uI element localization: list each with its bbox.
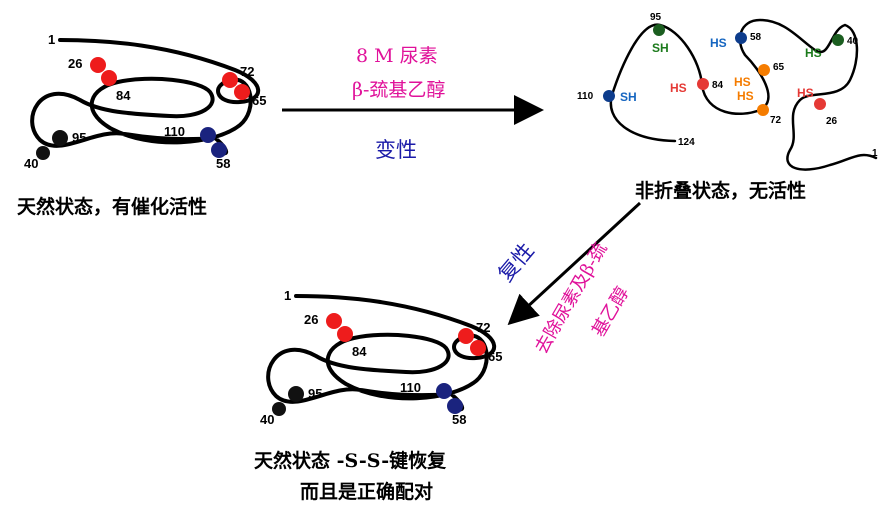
unfolded-residue-110 — [603, 90, 615, 102]
renaturation-arrow — [507, 201, 642, 326]
renaturation-label: 复性 — [493, 239, 538, 287]
residue-65 — [234, 84, 250, 100]
u-label-40: 40 — [847, 36, 859, 47]
label-110: 110 — [164, 124, 185, 139]
refolded-residue-95 — [288, 386, 304, 402]
refolded-residue-72 — [458, 328, 474, 344]
u-label-58: 58 — [750, 32, 762, 43]
r-label-65: 65 — [488, 349, 502, 364]
refolded-residue-84 — [337, 326, 353, 342]
u-hs-65: HS — [734, 75, 751, 89]
urea-label: 8 M 尿素 — [356, 45, 438, 67]
r-label-58: 58 — [452, 412, 466, 427]
removal-label-line1: 去除尿素及β-巯 — [531, 239, 611, 357]
unfolded-residue-40 — [832, 34, 844, 46]
native-state-diagram: 1 26 84 72 65 95 40 110 58 — [24, 32, 266, 171]
r-label-1: 1 — [284, 288, 291, 303]
u-label-110: 110 — [577, 91, 594, 102]
unfolded-residue-65 — [758, 64, 770, 76]
u-label-72: 72 — [770, 115, 782, 126]
residue-95 — [52, 130, 68, 146]
u-sh-110: SH — [620, 90, 637, 104]
unfolded-state-diagram: 95 SH HS 58 40 HS 110 SH HS 84 HS 65 HS … — [577, 12, 878, 171]
r-label-72: 72 — [476, 320, 490, 335]
native-chain — [30, 38, 261, 156]
label-26: 26 — [68, 56, 82, 71]
unfolded-residue-84 — [697, 78, 709, 90]
unfolded-residue-58 — [735, 32, 747, 44]
unfolded-residue-95 — [653, 24, 665, 36]
residue-84 — [101, 70, 117, 86]
refolded-state-diagram: 1 26 84 72 65 95 40 110 58 — [260, 288, 502, 427]
u-label-124: 124 — [678, 137, 695, 148]
u-sh-95: SH — [652, 41, 669, 55]
u-hs-58: HS — [710, 36, 727, 50]
residue-72 — [222, 72, 238, 88]
denaturation-label: 变性 — [375, 138, 417, 162]
refolded-residue-110 — [436, 383, 452, 399]
refolded-residue-26 — [326, 313, 342, 329]
r-label-40: 40 — [260, 412, 274, 427]
r-label-110: 110 — [400, 380, 421, 395]
refolded-residue-40 — [272, 402, 286, 416]
label-72: 72 — [240, 64, 254, 79]
unfolded-caption: 非折叠状态，无活性 — [635, 179, 806, 202]
r-label-95: 95 — [308, 386, 322, 401]
unfolded-residue-72 — [757, 104, 769, 116]
label-40: 40 — [24, 156, 38, 171]
u-label-26: 26 — [826, 116, 838, 127]
label-84: 84 — [116, 88, 131, 103]
label-1: 1 — [48, 32, 55, 47]
label-65: 65 — [252, 93, 266, 108]
u-label-1: 1 — [872, 148, 878, 159]
residue-26 — [90, 57, 106, 73]
u-label-95: 95 — [650, 12, 662, 23]
u-hs-26: HS — [797, 86, 814, 100]
u-hs-72: HS — [737, 89, 754, 103]
label-58: 58 — [216, 156, 230, 171]
mercaptoethanol-label: β-巯基乙醇 — [352, 79, 445, 101]
u-label-84: 84 — [712, 80, 724, 91]
refolded-caption-line2: 而且是正确配对 — [300, 480, 433, 503]
unfolded-residue-26 — [814, 98, 826, 110]
refolded-caption-line1: 天然状态 -S-S-键恢复 — [254, 449, 447, 472]
removal-label-line2: 基乙醇 — [588, 283, 633, 340]
refolded-residue-65 — [470, 340, 486, 356]
residue-40 — [36, 146, 50, 160]
u-label-65: 65 — [773, 62, 785, 73]
refolded-chain — [266, 294, 497, 412]
u-hs-84: HS — [670, 81, 687, 95]
label-95: 95 — [72, 130, 86, 145]
r-label-26: 26 — [304, 312, 318, 327]
refolded-residue-58 — [447, 398, 463, 414]
r-label-84: 84 — [352, 344, 367, 359]
u-hs-40: HS — [805, 46, 822, 60]
native-caption: 天然状态，有催化活性 — [17, 195, 207, 218]
residue-58 — [211, 142, 227, 158]
residue-110 — [200, 127, 216, 143]
